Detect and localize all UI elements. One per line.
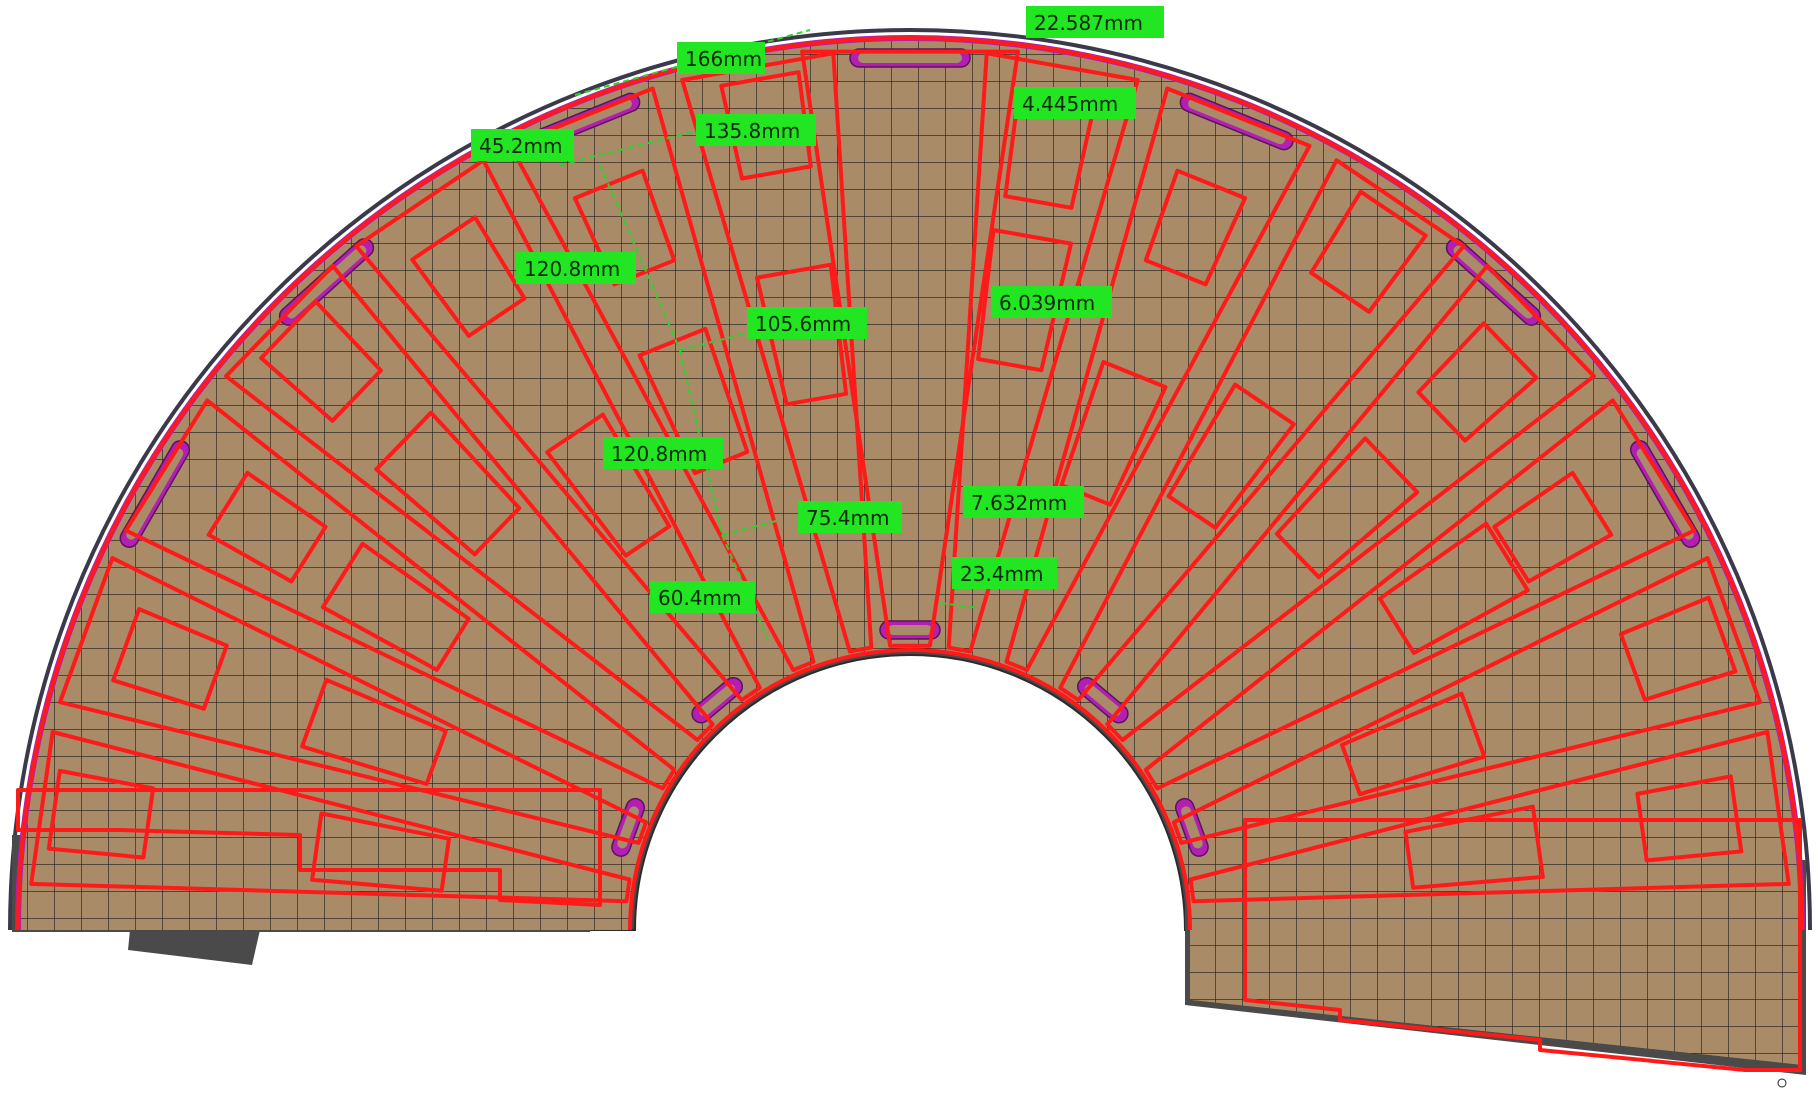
dimension-text: 6.039mm xyxy=(999,291,1095,315)
dimension-label: 22.587mm xyxy=(1026,6,1164,38)
dimension-label: 6.039mm xyxy=(991,286,1112,318)
dimension-text: 45.2mm xyxy=(479,134,563,158)
dimension-label: 75.4mm xyxy=(798,501,902,533)
ply-patch xyxy=(300,677,448,786)
dimension-label: 60.4mm xyxy=(650,581,755,613)
lower-left-block xyxy=(16,788,602,907)
ply-patch xyxy=(1403,804,1545,890)
dimension-text: 22.587mm xyxy=(1034,11,1143,35)
ply-strip xyxy=(58,556,649,845)
ply-tab xyxy=(719,70,813,181)
dimension-text: 105.6mm xyxy=(755,312,851,336)
dimension-text: 120.8mm xyxy=(524,257,620,281)
ply-patch xyxy=(1274,436,1420,580)
center-ply xyxy=(800,49,1020,648)
dimension-label: 23.4mm xyxy=(952,557,1057,589)
ply-patch xyxy=(374,410,522,557)
rim-slot xyxy=(119,440,191,548)
ply-strip xyxy=(1171,556,1762,845)
dimension-label: 120.8mm xyxy=(516,252,636,284)
ply-patch xyxy=(1166,382,1296,530)
rim-slot xyxy=(1179,92,1294,151)
ply-tab xyxy=(111,607,229,711)
outer-fan-outline xyxy=(16,36,1804,931)
ply-strip xyxy=(1105,263,1596,742)
left-tray-tab xyxy=(128,930,260,965)
ply-tab xyxy=(1416,321,1539,443)
inner-ring-outline xyxy=(628,648,1192,931)
dimension-label: 120.8mm xyxy=(603,437,723,469)
ply-strip xyxy=(1058,158,1466,702)
ply-patch xyxy=(1340,691,1487,797)
rim-slot xyxy=(1445,238,1542,326)
ply-tab xyxy=(410,215,527,338)
rim-slot xyxy=(278,238,375,326)
dimension-text: 23.4mm xyxy=(960,562,1044,586)
dimension-label: 45.2mm xyxy=(471,129,574,161)
dimension-label: 105.6mm xyxy=(747,307,867,339)
dimension-text: 135.8mm xyxy=(704,119,800,143)
ply-patch xyxy=(1377,521,1530,655)
dimension-label: 166mm xyxy=(677,42,765,74)
ply-patch xyxy=(320,541,471,672)
lower-right-block xyxy=(1243,818,1802,1072)
ply-patch xyxy=(976,228,1073,373)
marker-dot xyxy=(1777,1078,1787,1088)
ply-strip xyxy=(1004,86,1312,672)
ply-tab xyxy=(1492,470,1614,584)
dimension-text: 7.632mm xyxy=(971,491,1067,515)
ply-tab xyxy=(206,470,328,584)
ply-strip xyxy=(354,158,762,702)
ply-tab xyxy=(46,768,156,860)
ply-tab xyxy=(1618,595,1738,702)
ply-strip xyxy=(1188,730,1791,904)
ply-tab xyxy=(1143,168,1248,287)
dimension-text: 4.445mm xyxy=(1022,92,1118,116)
ply-strip xyxy=(29,730,632,904)
dimension-text: 60.4mm xyxy=(658,586,742,610)
ply-tab xyxy=(1635,774,1744,863)
ply-tab xyxy=(1309,189,1428,314)
ply-patch xyxy=(310,811,451,893)
dimension-text: 120.8mm xyxy=(611,442,707,466)
inner-slot xyxy=(879,620,941,640)
ply-tab xyxy=(259,299,383,423)
dimension-label: 7.632mm xyxy=(963,486,1084,518)
dimension-text: 166mm xyxy=(685,47,762,71)
ply-strip xyxy=(123,398,677,791)
outer-rim xyxy=(8,28,1812,931)
ply-strip xyxy=(1143,398,1697,791)
dimension-text: 75.4mm xyxy=(806,506,890,530)
ply-strip xyxy=(680,51,874,654)
rim-slot xyxy=(1629,440,1701,548)
dimension-labels: 22.587mm 166mm 4.445mm 45.2mm 135.8mm 12… xyxy=(471,6,1164,613)
dimension-label: 135.8mm xyxy=(696,114,816,146)
dimension-label: 4.445mm xyxy=(1014,87,1136,119)
ply-strip xyxy=(224,263,715,742)
